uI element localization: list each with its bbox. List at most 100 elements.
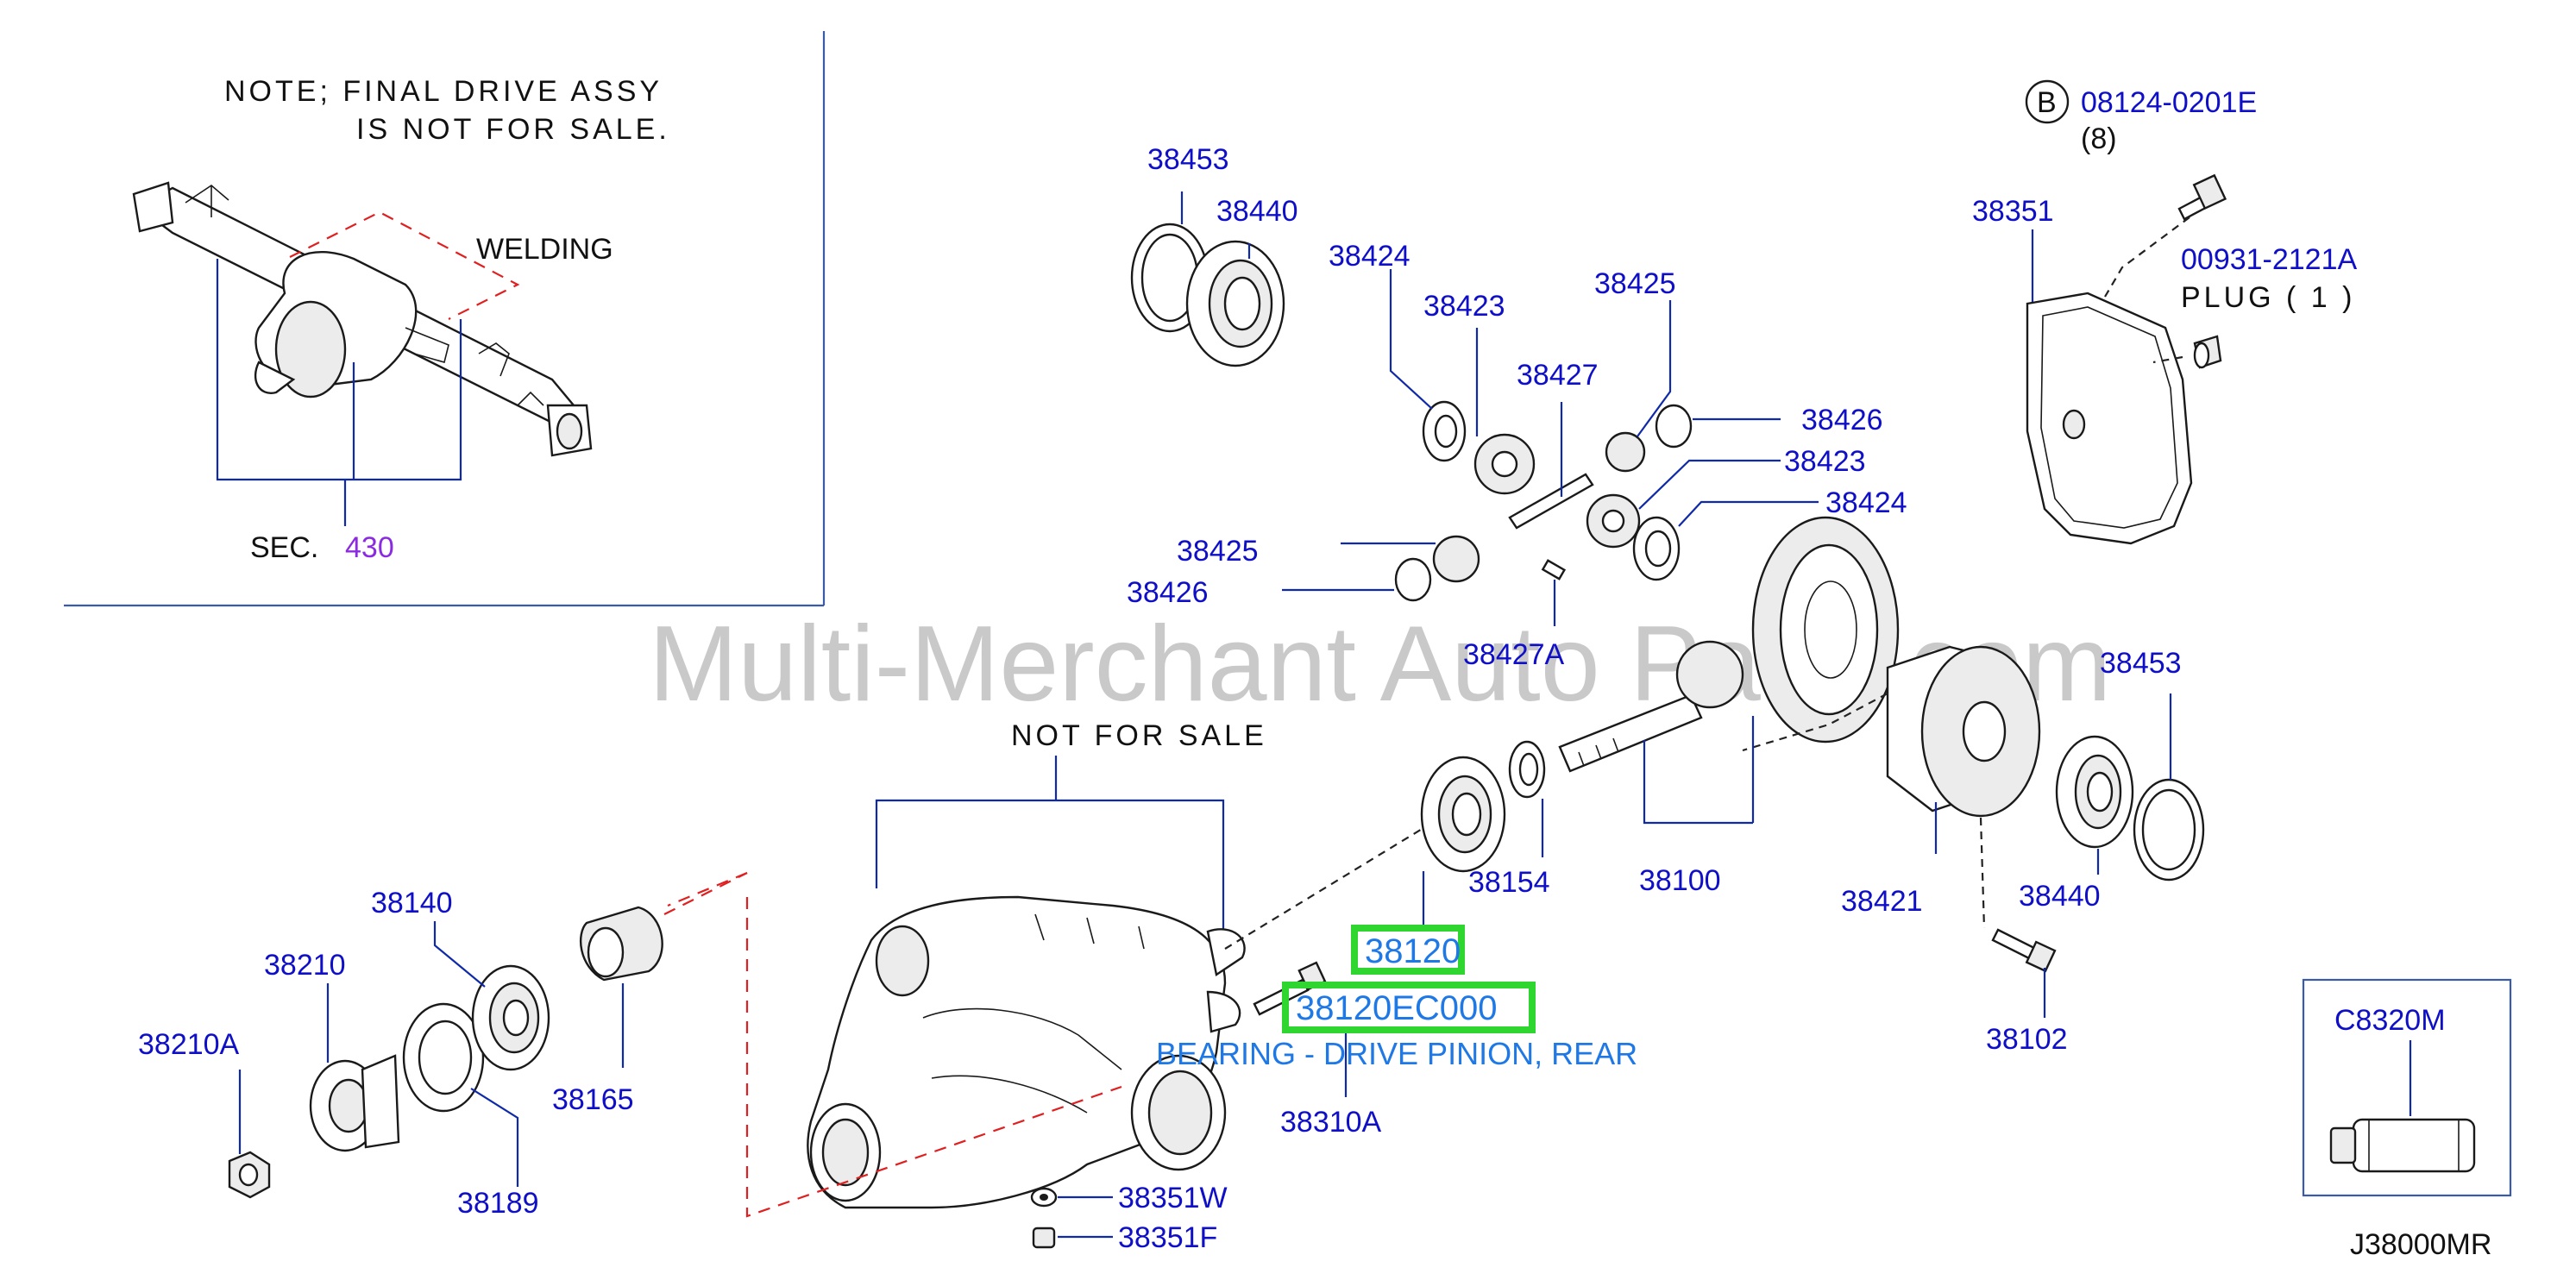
washer-38424-right-drawing [1632, 516, 1681, 581]
washer-38154-drawing [1508, 740, 1546, 799]
drive-pinion-38100-drawing [1558, 640, 1744, 773]
leader-38189 [470, 1088, 519, 1187]
not-for-sale-label: NOT FOR SALE [1011, 719, 1267, 752]
part-number-38351F[interactable]: 38351F [1118, 1221, 1217, 1254]
part-number-38210A[interactable]: 38210A [138, 1028, 240, 1061]
inset-note-line2: IS NOT FOR SALE. [356, 113, 670, 146]
gear-38425-left-drawing [1432, 535, 1480, 583]
bolt-spec-circle-icon [2025, 79, 2070, 124]
part-number-38421[interactable]: 38421 [1841, 885, 1923, 918]
part-number-38440-top[interactable]: 38440 [1216, 195, 1298, 228]
leader-38423-right [1638, 459, 1781, 510]
diagram-code: J38000MR [2350, 1228, 2491, 1261]
plug-00931-drawing [2193, 335, 2222, 369]
bolt-dashed-path [2104, 216, 2190, 298]
part-number-38440-right[interactable]: 38440 [2019, 880, 2101, 913]
c8320m-panel: C8320M [2302, 978, 2512, 1197]
ring-gear-38100-drawing [1751, 516, 1900, 744]
washer-38426-right-drawing [1655, 404, 1693, 449]
part-number-38427A[interactable]: 38427A [1463, 638, 1565, 671]
plug-dashed-path [2152, 355, 2183, 364]
shaft-38427-drawing [1508, 473, 1594, 530]
inset-sec-label: SEC. [250, 531, 318, 564]
washer-38424-top-drawing [1422, 400, 1467, 462]
inset-weld-dashed-line [289, 210, 520, 320]
washer-38426-left-drawing [1394, 557, 1432, 602]
insulator-38165-drawing [580, 906, 663, 982]
inset-bracket-frame [216, 259, 462, 481]
part-number-38423-top[interactable]: 38423 [1423, 290, 1505, 323]
part-number-38165[interactable]: 38165 [552, 1083, 634, 1116]
plug-part-number[interactable]: 00931-2121A [2181, 243, 2358, 276]
part-number-38424-right[interactable]: 38424 [1825, 486, 1907, 519]
plug-label: PLUG ( 1 ) [2181, 281, 2355, 314]
plug-38351F-drawing [1032, 1227, 1056, 1249]
part-number-38120[interactable]: 38120 [1365, 932, 1461, 970]
gear-38423-right-drawing [1586, 493, 1641, 549]
part-number-38140[interactable]: 38140 [371, 887, 453, 919]
bearing-38120-drawing [1420, 756, 1506, 873]
part-number-38210[interactable]: 38210 [264, 949, 346, 982]
c8320m-frame [2302, 978, 2512, 1197]
part-number-38310A[interactable]: 38310A [1280, 1106, 1382, 1139]
seal-38453-right-drawing [2133, 778, 2205, 882]
part-number-38120EC000[interactable]: 38120EC000 [1296, 989, 1498, 1027]
housing-weld-dashed-left [745, 897, 1122, 1218]
part-number-38425-left[interactable]: 38425 [1177, 535, 1259, 568]
inset-welding-label: WELDING [476, 233, 613, 266]
part-number-38102[interactable]: 38102 [1986, 1023, 2068, 1056]
part-number-38351[interactable]: 38351 [1972, 195, 2054, 228]
flange-38210-drawing [309, 1054, 400, 1152]
washer-38351W-drawing [1030, 1187, 1058, 1208]
nut-38210A-drawing [228, 1151, 271, 1199]
part-number-38100[interactable]: 38100 [1639, 864, 1721, 897]
inset-panel: NOTE; FINAL DRIVE ASSY IS NOT FOR SALE. … [64, 31, 826, 607]
part-number-38351W[interactable]: 38351W [1118, 1182, 1228, 1214]
part-number-38189[interactable]: 38189 [457, 1187, 539, 1220]
leader-38100-left [1643, 740, 1753, 825]
bolt-08124-drawing [2177, 173, 2227, 221]
gear-38423-top-drawing [1473, 433, 1536, 495]
part-number-38425-top[interactable]: 38425 [1594, 267, 1676, 300]
bolt-38102-dashed-path [1979, 817, 1986, 929]
part-number-38426-left[interactable]: 38426 [1127, 576, 1209, 609]
bearing-38440-top-drawing [1185, 240, 1285, 367]
bolt-spec-qty: (8) [2081, 122, 2117, 155]
leader-38424-right [1678, 500, 1819, 527]
sealant-tube-drawing [2329, 1118, 2476, 1173]
pin-38427A-drawing [1541, 559, 1567, 580]
part-number-38426-right[interactable]: 38426 [1801, 404, 1883, 436]
leader-38140 [433, 921, 486, 988]
bolt-spec-number[interactable]: 08124-0201E [2081, 86, 2257, 119]
highlight-description: BEARING - DRIVE PINION, REAR [1156, 1036, 1637, 1071]
insulator-dashed-line [663, 872, 748, 915]
part-number-38427[interactable]: 38427 [1517, 359, 1599, 392]
axle-housing-drawing [132, 181, 593, 457]
diff-cover-38351-drawing [2026, 292, 2193, 545]
bolt-spec-circle-letter: B [2037, 86, 2057, 119]
part-number-38154[interactable]: 38154 [1468, 866, 1550, 899]
bearing-38440-right-drawing [2055, 735, 2134, 849]
bearing-38140-drawing [471, 964, 550, 1071]
gear-38425-top-drawing [1605, 431, 1646, 473]
leader-38424-top [1389, 269, 1433, 410]
seal-38189-drawing [402, 1002, 485, 1113]
part-number-C8320M[interactable]: C8320M [2334, 1004, 2446, 1037]
not-for-sale-bracket [875, 756, 1225, 949]
diff-case-38421-drawing [1886, 645, 2041, 818]
highlight-box-38120 [1351, 925, 1465, 975]
case-dashed-path [1742, 693, 1888, 752]
part-number-38453-right[interactable]: 38453 [2100, 647, 2182, 680]
highlight-box-38120EC000 [1282, 982, 1536, 1033]
pinion-axis-dashed-line [1224, 827, 1424, 950]
carrier-housing-drawing [807, 895, 1246, 1209]
part-number-38423-right[interactable]: 38423 [1784, 445, 1866, 478]
housing-weld-dashed-top [667, 871, 748, 907]
inset-sec-link[interactable]: 430 [345, 531, 394, 564]
inset-note-line1: NOTE; FINAL DRIVE ASSY [224, 75, 663, 108]
leader-38425-top [1637, 300, 1672, 437]
part-number-38453-top[interactable]: 38453 [1147, 143, 1229, 176]
part-number-38424-top[interactable]: 38424 [1329, 240, 1411, 273]
bolt-38102-drawing [1991, 928, 2057, 973]
